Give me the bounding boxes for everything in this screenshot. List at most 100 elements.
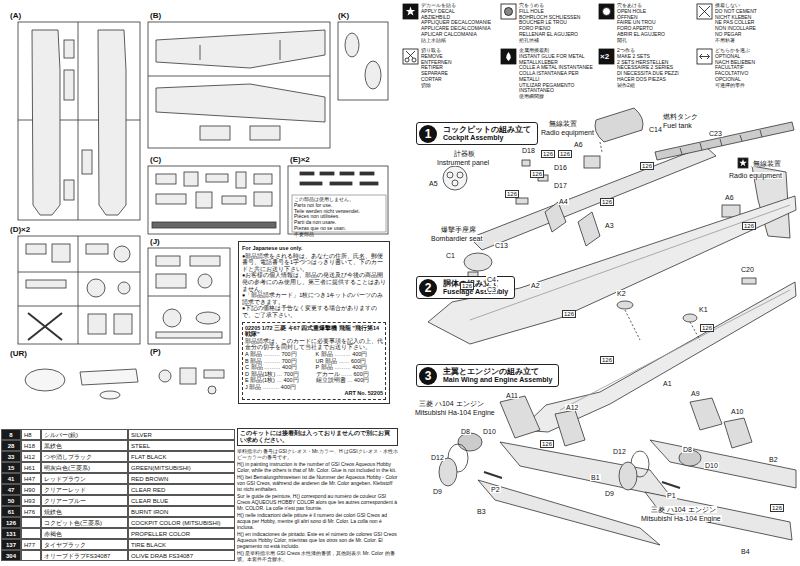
table-cell: SILVER xyxy=(128,429,235,440)
paint-callout: 126 xyxy=(562,310,576,318)
table-cell: 黒鉄色 xyxy=(41,440,128,451)
part-callout: C4 xyxy=(486,276,497,283)
parts-p xyxy=(159,368,224,394)
cockpit-parts-shape xyxy=(452,180,458,186)
cockpit-parts-shape xyxy=(464,253,492,271)
cockpit-parts-shape xyxy=(545,202,566,232)
cockpit-parts-shape xyxy=(739,159,747,166)
part-callout: 無線装置 xyxy=(752,160,782,167)
paint-callout: 126 xyxy=(541,150,555,158)
symbol-line: COLLA ISTANTANEA PER METALLI xyxy=(519,71,597,83)
parts-p-shape xyxy=(204,370,224,378)
table-cell: RED BROWN xyxy=(128,473,235,484)
glue-notice: このキットには接着剤は入っておりませんので別にお買い求めください。 xyxy=(237,428,398,446)
clear-parts-shape xyxy=(25,369,65,391)
paint-callout: 126 xyxy=(742,222,756,230)
sprue-a-shape xyxy=(78,22,79,220)
sprue-c-shape xyxy=(236,172,246,188)
wing-engine-parts-shape xyxy=(478,480,660,545)
table-cell: H76 xyxy=(21,506,41,517)
table-cell: タイヤブラック xyxy=(41,539,128,550)
part-callout: 計器板 xyxy=(453,150,476,157)
table-cell: コクピット色(三菱系) xyxy=(41,517,128,528)
sprue-e-shape xyxy=(292,195,386,232)
sprue-letter: (P) xyxy=(150,348,161,356)
cockpit-parts-shape xyxy=(584,156,600,168)
sprue-j-shape xyxy=(163,309,181,327)
part-callout: A2 xyxy=(530,282,541,289)
part-callout: A1 xyxy=(662,380,673,387)
table-cell: 304 xyxy=(1,550,21,561)
symbol-line: 把孔填補 xyxy=(519,38,597,44)
icon-symbols-shape xyxy=(599,4,614,19)
part-callout: C1 xyxy=(445,252,456,259)
sprue-a-shape xyxy=(98,30,126,215)
icon-symbols-shape xyxy=(506,52,511,61)
sprue-letter: (J) xyxy=(150,238,160,246)
sprue-j xyxy=(148,248,230,344)
sprue-c-shape xyxy=(156,174,176,184)
step-number: 3 xyxy=(419,367,437,385)
symbol-line: 使用瞬間膠 xyxy=(519,94,597,100)
paint-callout: 126 xyxy=(770,504,784,512)
sprue-e-shape xyxy=(360,182,378,185)
wing-engine-parts-shape xyxy=(662,482,680,488)
sprue-e xyxy=(288,166,388,234)
table-cell xyxy=(21,517,41,528)
part-callout: C23 xyxy=(708,130,723,137)
table-cell: シルバー(銀) xyxy=(41,429,128,440)
cockpit-parts-shape xyxy=(443,166,467,190)
node-text: 胴体の組み立て xyxy=(443,279,508,288)
symbol-line: UTILIZAR PEGAMENTO INSTANTANEO xyxy=(519,83,597,95)
sprue-letter: (C) xyxy=(150,156,161,164)
node-text: P 部品 ……… 400円 xyxy=(316,364,384,371)
paint-callout: 126 xyxy=(600,198,614,206)
part-callout: Radio equipment xyxy=(728,172,783,179)
symbol-text: どちらかを選ぶOPTIONALNACH BELIEBENFACULTATIFFA… xyxy=(715,48,793,88)
wing-engine-parts-shape xyxy=(724,418,752,448)
part-callout: A10 xyxy=(730,408,744,415)
table-cell: 131 xyxy=(1,528,21,539)
sprue-c-shape xyxy=(206,174,228,182)
part-callout: A9 xyxy=(690,390,701,397)
table-cell: 126 xyxy=(1,517,21,528)
part-callout: A12 xyxy=(565,404,579,411)
sprue-e-shape xyxy=(300,172,314,175)
sprue-j-shape xyxy=(156,274,186,288)
node-text: コックピットの組み立て xyxy=(443,125,531,134)
node-text: J 部品 ……… 400円 xyxy=(245,384,313,391)
sprue-e-shape xyxy=(288,166,388,234)
cockpit-parts-shape xyxy=(700,143,702,150)
node-text: E 部品(1枚) … 400円 xyxy=(245,377,313,384)
cockpit-parts-shape xyxy=(578,212,600,246)
symbol-text: 穴をあけるOPEN HOLEÖFFNENFAIRE UN TROUFORO AP… xyxy=(617,3,695,43)
sprue-a-shape xyxy=(64,180,74,200)
part-callout: D17 xyxy=(553,182,568,189)
part-callout: A5 xyxy=(428,180,439,187)
note-paragraph: H() 是塗料指示用 GSI Creos 水性漆的番號，其他則表示 Mr. Co… xyxy=(237,550,398,562)
symbol-text: 切り取るREMOVEENTFERNENRETIRERSEPARARECORTAR… xyxy=(421,48,499,88)
fuselage-halves-shape xyxy=(690,322,700,340)
paint-callout: 126 xyxy=(600,356,614,364)
sprue-d-shape xyxy=(114,314,132,334)
part-callout: 三菱 ハ104 エンジン xyxy=(418,400,485,407)
paint-callout: 126 xyxy=(640,162,654,170)
sprue-k-shape xyxy=(345,33,359,57)
part-callout: A3 xyxy=(604,222,615,229)
part-callout: D10 xyxy=(704,462,719,469)
fuselage-halves-shape xyxy=(470,205,790,320)
step-number: 1 xyxy=(419,125,437,143)
order-card: 02205 1/72 三菱 キ67 四式重爆撃機 飛龍 "飛行第14戦隊"部品請… xyxy=(242,322,386,401)
table-cell: オリーブドラブFS34087 xyxy=(41,550,128,561)
wing-engine-parts-shape xyxy=(500,396,540,438)
sprue-a-shape xyxy=(32,30,60,215)
notice-box: For Japanese use only.●部品請求をされる時は、あなたの住所… xyxy=(238,241,390,404)
node-text: ●下記の価格は予告なく変更する場合がありますので、ご了承下さい。 xyxy=(242,305,386,318)
part-callout: 燃料タンク xyxy=(662,113,699,120)
part-callout: B1 xyxy=(590,474,601,481)
table-cell: H77 xyxy=(21,539,41,550)
part-callout: C13 xyxy=(494,242,509,249)
part-callout: D9 xyxy=(432,488,443,495)
note-paragraph: H() en indicaciones de pintado. Este es … xyxy=(237,531,398,549)
table-cell: 焼鉄色 xyxy=(41,506,128,517)
